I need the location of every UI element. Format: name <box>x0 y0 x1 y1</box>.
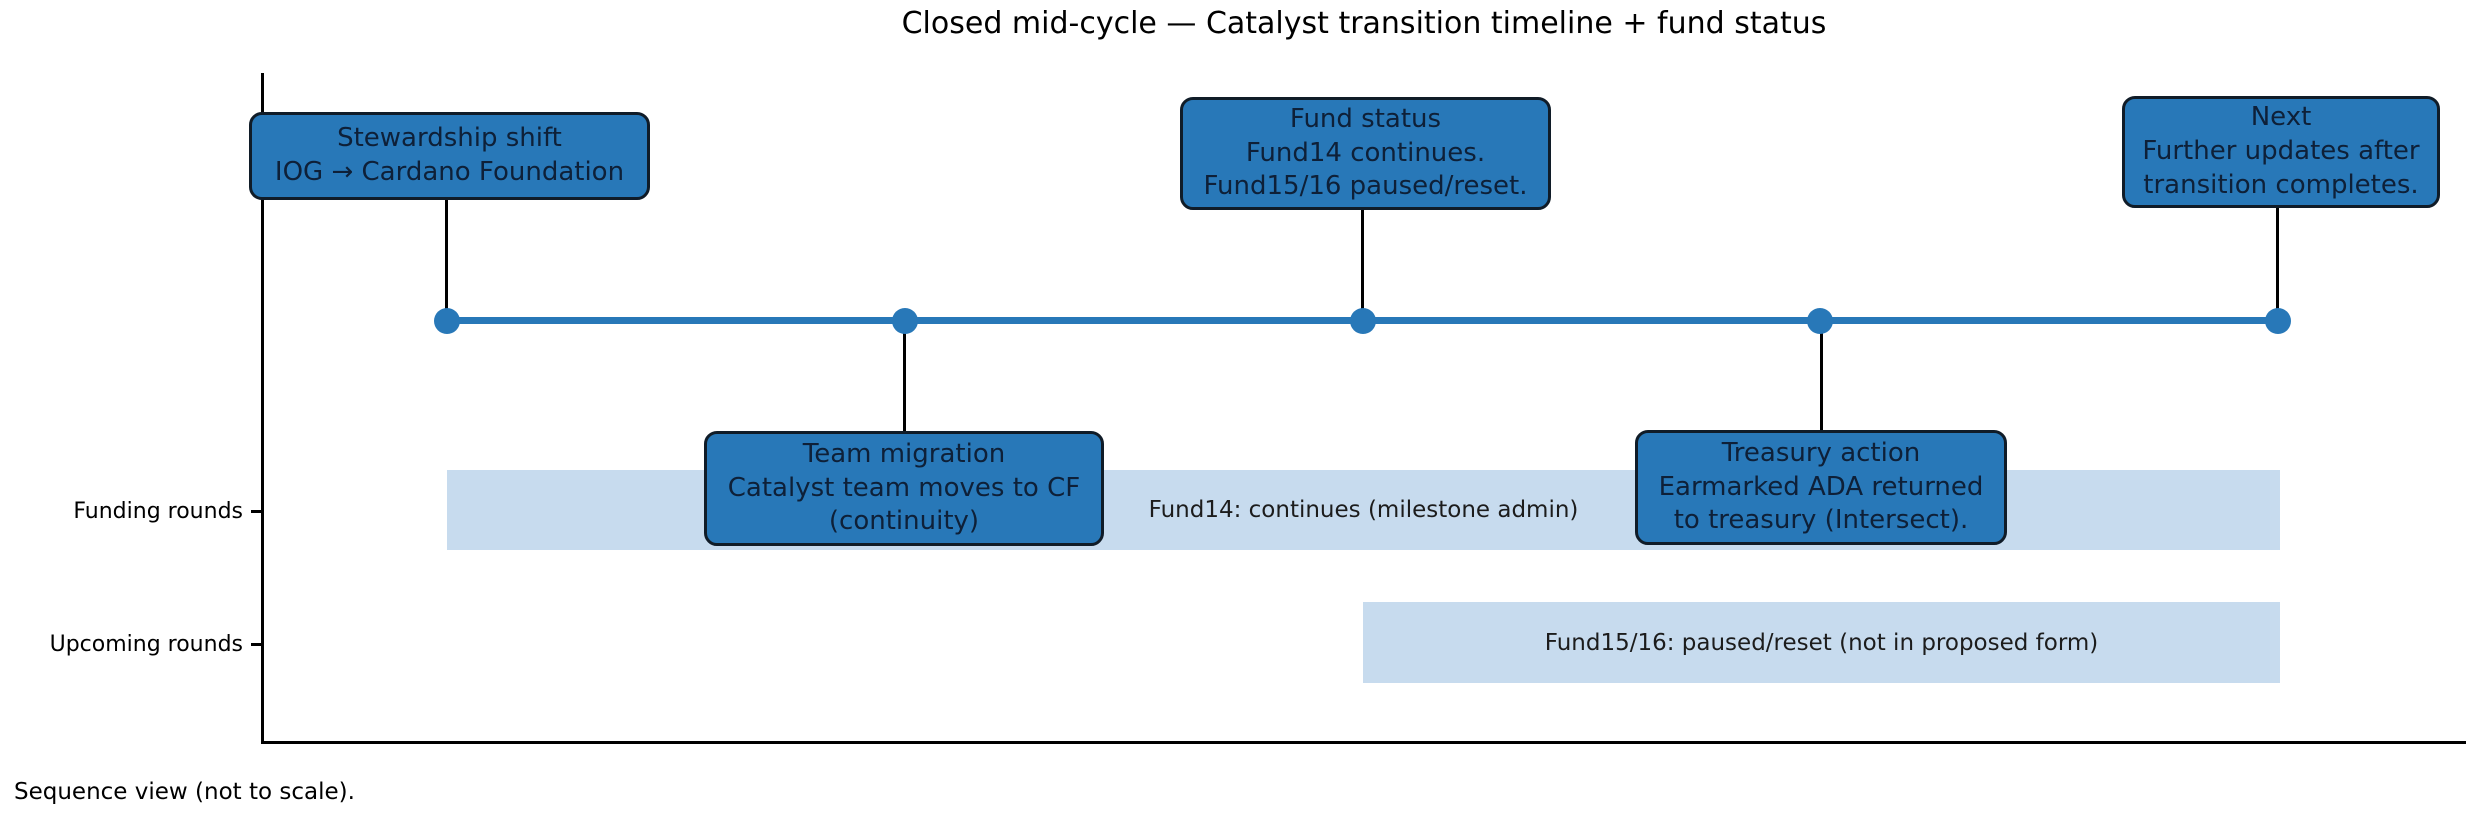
timeline-marker-stewardship <box>434 308 460 334</box>
gantt-bar-fund15-16-label: Fund15/16: paused/reset (not in proposed… <box>1544 629 2099 656</box>
callout-stewardship-shift: Stewardship shift IOG → Cardano Foundati… <box>249 112 650 200</box>
event-connector-next <box>2276 206 2279 321</box>
y-tick-funding-rounds <box>251 510 262 513</box>
callout-next: Next Further updates after transition co… <box>2122 96 2440 208</box>
event-connector-treasury-action <box>1820 321 1823 432</box>
y-axis-label-upcoming-rounds: Upcoming rounds <box>49 632 243 657</box>
figure-title: Closed mid-cycle — Catalyst transition t… <box>901 6 1827 41</box>
x-axis-spine <box>261 741 2466 744</box>
footnote: Sequence view (not to scale). <box>14 779 355 805</box>
callout-team-migration: Team migration Catalyst team moves to CF… <box>704 431 1104 546</box>
gantt-bar-fund15-16: Fund15/16: paused/reset (not in proposed… <box>1363 602 2280 683</box>
callout-fund-status: Fund status Fund14 continues. Fund15/16 … <box>1180 97 1551 210</box>
timeline-marker-treasury-action <box>1807 308 1833 334</box>
event-connector-stewardship <box>445 199 448 321</box>
y-axis-label-funding-rounds: Funding rounds <box>73 499 243 524</box>
timeline-marker-fund-status <box>1350 308 1376 334</box>
y-axis-spine <box>261 73 264 744</box>
event-connector-fund-status <box>1361 208 1364 321</box>
callout-treasury-action: Treasury action Earmarked ADA returned t… <box>1635 430 2007 545</box>
gantt-bar-fund14-label: Fund14: continues (milestone admin) <box>1148 497 1579 523</box>
y-tick-upcoming-rounds <box>251 643 262 646</box>
timeline-marker-next <box>2265 308 2291 334</box>
timeline-marker-team-migration <box>892 308 918 334</box>
event-connector-team-migration <box>903 321 906 433</box>
